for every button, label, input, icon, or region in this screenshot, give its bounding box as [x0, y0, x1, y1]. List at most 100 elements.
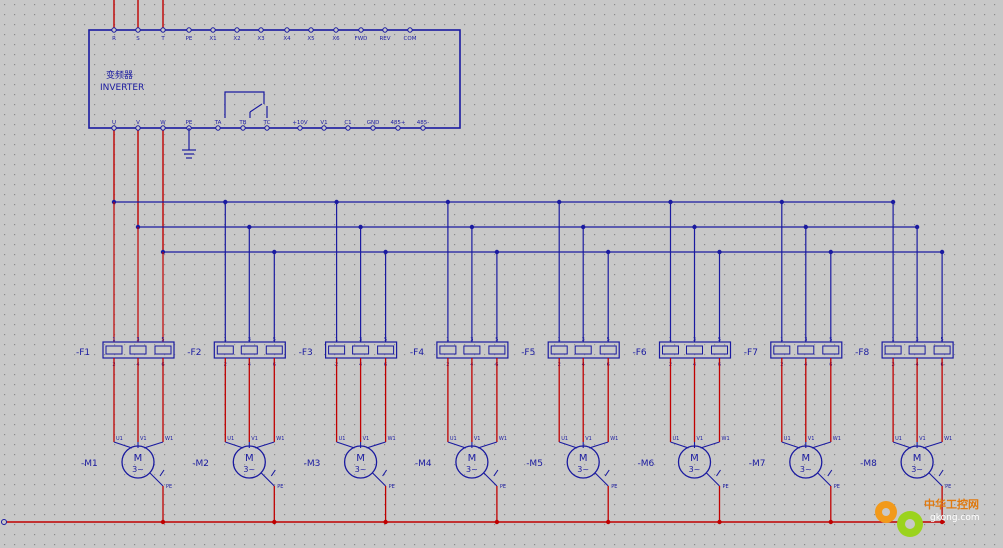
breaker-pin-top: 1 — [558, 337, 561, 343]
pe-junction-dot — [160, 519, 166, 525]
pe-lead — [706, 472, 720, 487]
motor-phases: 3~ — [577, 465, 589, 474]
terminal-circle — [382, 27, 388, 33]
motor-terminal-label: V1 — [585, 436, 592, 442]
motor-icon — [900, 445, 934, 479]
terminal-label-bottom: TC — [263, 120, 271, 126]
breaker-pole — [240, 345, 258, 355]
terminal-circle — [240, 125, 246, 131]
terminal-circle — [234, 27, 240, 33]
terminal-label-bottom: V1 — [320, 120, 327, 126]
motor-lead — [589, 441, 609, 449]
breaker-pin-top: 5 — [829, 337, 832, 343]
pe-lead — [149, 472, 164, 487]
terminal-circle — [264, 125, 270, 131]
breaker-pin-top: 5 — [384, 337, 387, 343]
motor-lead — [477, 441, 498, 449]
terminal-circle — [395, 125, 401, 131]
breaker-pin-top: 5 — [273, 337, 276, 343]
terminal-circle — [333, 27, 339, 33]
pe-junction-dot — [828, 519, 833, 525]
terminal-label-bottom: 485+ — [390, 120, 405, 126]
breaker-pin-top: 5 — [161, 337, 164, 343]
terminal-circle — [111, 27, 117, 33]
motor-phases: 3~ — [466, 465, 478, 474]
breaker-pin-top: 1 — [669, 337, 672, 343]
pe-label: PE — [611, 484, 617, 490]
motor-phases: 3~ — [132, 465, 144, 474]
motor-terminal-label: V1 — [251, 436, 258, 442]
motor-label: -M6 — [638, 459, 655, 469]
terminal-circle — [284, 27, 290, 33]
breaker-pole — [773, 345, 791, 355]
pe-lead — [372, 472, 386, 487]
terminal-circle — [210, 27, 216, 33]
motor-icon — [789, 445, 823, 479]
motor-label: -M3 — [304, 459, 321, 469]
terminal-circle — [215, 125, 221, 131]
terminal-label-top: X5 — [307, 36, 315, 42]
watermark-cn: 中华工控网 — [924, 497, 979, 511]
breaker-pole — [105, 345, 123, 355]
terminal-circle — [358, 27, 364, 33]
breaker-pole — [352, 345, 370, 355]
motor-icon — [677, 445, 712, 479]
breaker-pin-top: 5 — [607, 337, 610, 343]
terminal-label-bottom: PE — [186, 120, 193, 126]
pe-label: PE — [945, 484, 951, 490]
pe-label: PE — [389, 484, 395, 490]
motor-lead — [811, 441, 831, 449]
motor-lead — [366, 441, 386, 449]
terminal-label-bottom: +10V — [292, 120, 308, 126]
motor-terminal-label: W1 — [276, 436, 284, 442]
motor-lead — [922, 441, 943, 449]
motor-terminal-label: W1 — [610, 436, 618, 442]
motor-terminal-label: U1 — [339, 436, 346, 442]
pe-lead — [260, 472, 275, 487]
pe-tick — [270, 469, 276, 477]
motor-terminal-label: W1 — [388, 436, 396, 442]
motor-terminal-label: U1 — [561, 436, 568, 442]
pe-tick — [716, 469, 721, 477]
breaker-pole — [884, 345, 902, 355]
breaker-pin-top: 1 — [224, 337, 227, 343]
motor-terminal-label: W1 — [833, 436, 841, 442]
inverter-title-cn: 变频器 — [106, 69, 133, 81]
motor-lead — [113, 441, 133, 449]
ground-icon — [182, 128, 196, 159]
motor-phases: 3~ — [355, 465, 367, 474]
gear-logo-icon — [875, 501, 923, 537]
motor-label: -M4 — [415, 459, 432, 469]
breaker-pole — [216, 345, 234, 355]
motor-terminal-label: W1 — [499, 436, 507, 442]
terminal-label-bottom: TB — [238, 120, 246, 126]
terminal-circle — [370, 125, 376, 131]
terminal-circle — [345, 125, 351, 131]
pe-lead — [483, 472, 498, 487]
terminal-label-top: COM — [404, 36, 417, 42]
motor-symbol: M — [913, 453, 922, 464]
terminal-label-top: X6 — [332, 36, 340, 42]
breaker-pin-top: 1 — [112, 337, 115, 343]
terminal-circle — [407, 27, 413, 33]
motor-icon — [343, 445, 378, 479]
breaker-pole — [265, 345, 283, 355]
breaker-pin-top: 1 — [446, 337, 449, 343]
terminal-circle — [135, 125, 141, 131]
terminal-circle — [111, 125, 117, 131]
motor-phases: 3~ — [911, 465, 923, 474]
motor-lead — [781, 441, 800, 449]
motor-terminal-label: W1 — [944, 436, 952, 442]
breaker-label: -F3 — [299, 348, 313, 358]
relay-contact-icon — [224, 91, 268, 118]
inverter-block[interactable]: 变频器 INVERTER — [88, 29, 461, 129]
breaker-pole — [129, 345, 147, 355]
motor-lead — [700, 441, 720, 449]
terminal-label-top: R — [112, 36, 116, 42]
breaker-pole — [574, 345, 592, 355]
motor-terminal-label: V1 — [363, 436, 370, 442]
